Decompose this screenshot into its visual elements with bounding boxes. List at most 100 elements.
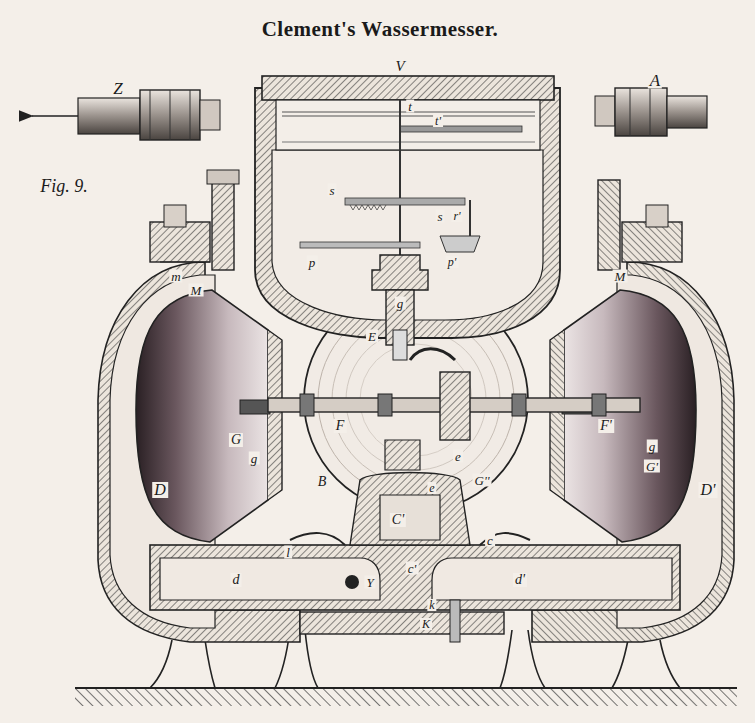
counter-housing-part [282, 116, 535, 117]
right-chamber-part [646, 205, 668, 227]
counter-housing-part [393, 330, 407, 360]
valve-and-channels-part [160, 558, 380, 600]
counter-housing-part [399, 100, 401, 262]
crank-shaft [268, 349, 640, 470]
part-label: p' [446, 256, 459, 268]
right-chamber-part [598, 180, 620, 270]
valve-and-channels-part [290, 533, 345, 545]
right-chamber-part [550, 330, 564, 500]
part-label: G' [644, 460, 660, 473]
crank-shaft-part [440, 372, 470, 440]
part-label: g [395, 297, 406, 310]
part-label: e [427, 482, 436, 494]
right-chamber-part [564, 290, 696, 542]
part-label: g [249, 452, 260, 465]
part-label: g [647, 440, 658, 453]
feet-part [150, 640, 172, 688]
part-label: c' [406, 562, 419, 575]
counter-housing-part [400, 126, 522, 132]
feet-part [612, 640, 628, 688]
inlet-outlet-pipes-part [650, 88, 651, 136]
feet-part [205, 640, 215, 688]
left-chamber-part [268, 330, 282, 500]
part-label: E [366, 330, 378, 343]
part-label: m [169, 270, 182, 283]
inlet-outlet-pipes-part [615, 88, 667, 136]
part-label: F [334, 419, 347, 433]
counter-housing-part [350, 205, 386, 210]
part-label: K [420, 618, 432, 630]
figure-title: Clement's Wassermesser. [262, 18, 499, 41]
left-chamber-part [164, 205, 186, 227]
counter-housing-part [276, 100, 540, 150]
part-label: Z [111, 80, 124, 97]
crank-shaft-part [592, 394, 606, 416]
inlet-outlet-pipes-part [32, 115, 78, 117]
inlet-outlet-pipes [32, 88, 707, 140]
part-label: c [485, 534, 495, 547]
inlet-outlet-pipes-part [170, 90, 171, 140]
part-label: s [435, 210, 444, 223]
part-label: M [613, 270, 628, 283]
part-label: t' [433, 115, 443, 127]
part-label: s [327, 184, 336, 197]
inlet-outlet-pipes-part [630, 88, 631, 136]
crank-shaft-part [512, 394, 526, 416]
part-label: r' [451, 210, 462, 222]
left-chamber-part [207, 170, 239, 184]
counter-housing-part [262, 76, 554, 100]
feet-part [660, 640, 680, 688]
inlet-outlet-pipes-part [150, 90, 151, 140]
inlet-outlet-pipes-part [140, 90, 200, 140]
left-chamber-part [240, 400, 270, 414]
part-label: d [231, 573, 242, 587]
part-label: k [427, 599, 436, 611]
counter-housing-part [282, 142, 535, 143]
part-label: M [189, 284, 204, 297]
crank-shaft-part [410, 349, 455, 360]
valve-and-channels [150, 473, 680, 643]
part-label: t [406, 100, 414, 113]
part-label: G [229, 433, 243, 447]
ground-part [75, 688, 737, 706]
inlet-outlet-pipes-part [200, 100, 220, 130]
left-chamber-part [136, 290, 268, 542]
counter-housing [255, 76, 560, 360]
left-chamber-part [150, 222, 210, 262]
left-chamber-part [160, 261, 210, 262]
valve-and-channels-part [380, 495, 440, 540]
feet-part [305, 630, 318, 688]
part-label: l [284, 546, 292, 559]
inlet-outlet-pipes-part [78, 98, 140, 134]
crank-shaft-part [385, 440, 420, 470]
part-label: p [307, 256, 318, 269]
figure-number: Fig. 9. [38, 177, 90, 195]
ground-part [75, 687, 737, 689]
inlet-outlet-pipes-part [667, 96, 707, 128]
feet-part [500, 630, 512, 688]
part-label: D' [699, 482, 718, 498]
counter-housing-part [345, 198, 465, 205]
valve-and-channels-part [450, 600, 460, 642]
ground [75, 688, 737, 706]
counter-housing-part [372, 255, 428, 290]
part-label: d' [513, 573, 527, 587]
counter-housing-part [300, 242, 420, 248]
left-chamber-part [212, 180, 234, 270]
part-label: e [453, 450, 463, 463]
crank-shaft-part [300, 394, 314, 416]
part-label: G'' [473, 474, 492, 487]
counter-housing-part [440, 236, 480, 252]
part-label: F' [598, 419, 614, 433]
crank-shaft-part [378, 394, 392, 416]
inlet-outlet-pipes-part [595, 96, 615, 126]
part-label: C' [390, 513, 406, 527]
valve-and-channels-part [432, 558, 672, 600]
right-chamber-part [622, 222, 682, 262]
part-label: D [152, 482, 168, 498]
part-label: B [316, 475, 329, 489]
